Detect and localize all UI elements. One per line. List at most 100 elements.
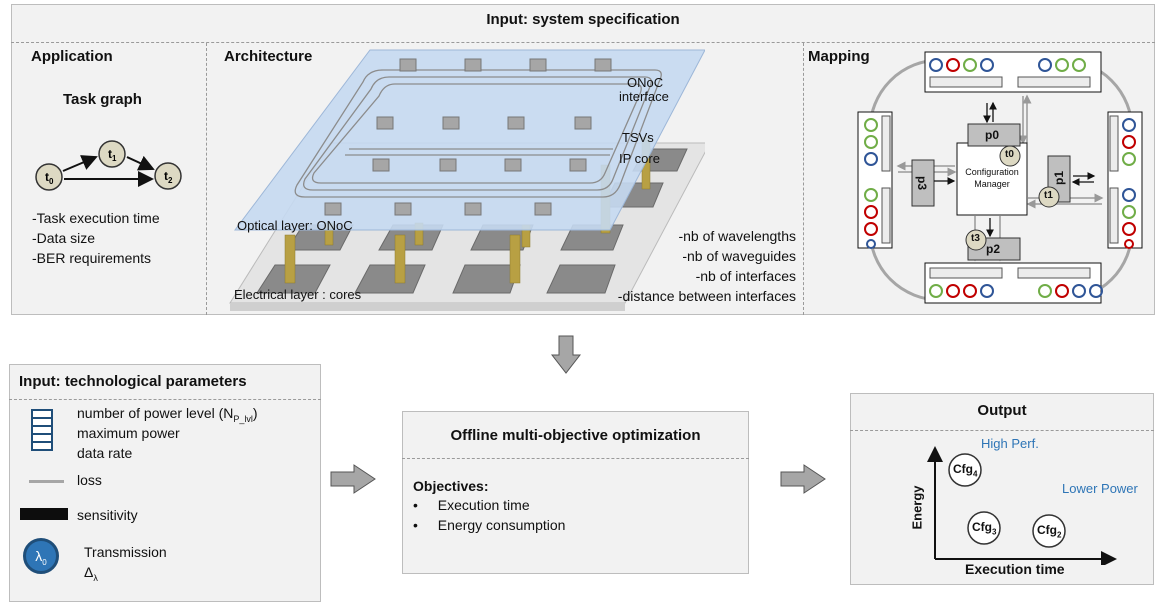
mapping-task-t0-text: t0 (1005, 149, 1014, 160)
electrical-layer-edge (230, 303, 625, 311)
architecture-heading: Architecture (224, 48, 313, 65)
ip-core-label: IP core (619, 151, 660, 166)
processor-p2-label: p2 (986, 242, 1000, 256)
interface-bottom (924, 262, 1103, 304)
architecture-param-waveguides: -nb of waveguides (682, 248, 796, 264)
divider-mapping (803, 43, 804, 315)
arrow-optimization-to-output (780, 464, 826, 494)
tsvs-label: TSVs (622, 130, 654, 145)
configuration-manager-label: Configuration Manager (957, 166, 1027, 190)
onoc-interface-label-1: ONoC (627, 75, 664, 90)
objective-energy-consumption: • Energy consumption (413, 517, 565, 533)
electrical-layer-label: Electrical layer : cores (234, 287, 362, 302)
interface-left (857, 111, 893, 249)
task-graph: t0 t1 t2 (35, 140, 182, 191)
processor-p0-label: p0 (985, 128, 999, 142)
mapping-task-t0 (999, 145, 1021, 167)
power-level-item: number of power level (NP_lvl) (77, 405, 258, 424)
x-axis-label: Execution time (965, 561, 1065, 577)
mapping-diagram (857, 51, 1143, 304)
mapping-task-t3-text: t3 (971, 233, 980, 244)
optical-layer (234, 49, 705, 231)
interface-top (924, 51, 1102, 93)
objective-energy-consumption-text: Energy consumption (437, 517, 566, 533)
mapping-heading: Mapping (808, 48, 870, 65)
config-cfg2-sub: 2 (1057, 530, 1062, 540)
mapping-task-t1-label: t1 (1044, 190, 1053, 201)
power-level-icon (31, 409, 53, 451)
application-item-ber: -BER requirements (32, 250, 152, 266)
task-graph-heading: Task graph (63, 91, 142, 108)
config-cfg3 (967, 511, 1001, 545)
architecture-param-distance: -distance between interfaces (617, 288, 796, 304)
processor-p2-text: p2 (986, 242, 1001, 256)
configuration-manager-line2: Manager (974, 179, 1010, 189)
tech-parameters-title: Input: technological parameters (19, 373, 247, 390)
processor-p3-label: p3 (915, 176, 929, 190)
loss-line-icon (29, 480, 64, 483)
processor-p3 (911, 159, 956, 207)
config-cfg2-label: Cfg2 (1037, 523, 1061, 539)
config-cfg3-sub: 3 (992, 527, 997, 537)
output-title: Output (977, 402, 1027, 419)
architecture-param-wavelengths: -nb of wavelengths (678, 228, 796, 244)
application-item-execution-time: -Task execution time (32, 210, 160, 226)
system-specification-title: Input: system specification (486, 11, 680, 28)
delta-subscript: λ (93, 572, 98, 583)
interface-right (1107, 111, 1143, 249)
objective-execution-time-text: Execution time (437, 497, 530, 513)
delta-item: Δλ (84, 564, 98, 583)
output-plot (927, 446, 1117, 565)
task-node-t0: t0 (35, 163, 63, 191)
objectives-label: Objectives: (413, 478, 489, 494)
output-divider (850, 430, 1154, 431)
architecture-param-interfaces: -nb of interfaces (695, 268, 796, 284)
svg-text:t0: t0 (45, 170, 54, 186)
edge-t1-t2 (126, 155, 155, 171)
config-cfg4-sub: 4 (973, 469, 978, 479)
application-item-data-size: -Data size (32, 230, 96, 246)
optimization-title: Offline multi-objective optimization (450, 427, 701, 444)
onoc-interfaces (324, 58, 612, 216)
processor-p0-text: p0 (985, 128, 1000, 142)
power-level-text: number of power level (N (77, 405, 234, 421)
delta-symbol: Δ (84, 564, 94, 580)
config-cfg4-text: Cfg (953, 462, 973, 476)
annotation-lower-power: Lower Power (1062, 481, 1138, 496)
mapping-task-t1 (1038, 186, 1060, 208)
task-node-t2: t2 (154, 162, 182, 190)
mapping-task-t3-label: t3 (971, 233, 980, 244)
processor-p1-label: p1 (1052, 171, 1066, 185)
optical-layer-label: Optical layer: ONoC (237, 218, 353, 233)
data-rate-item: data rate (77, 445, 133, 461)
output-panel (850, 393, 1154, 585)
power-level-subscript: P_lvl (233, 413, 253, 424)
sensitivity-item: sensitivity (77, 507, 138, 523)
transmission-item: Transmission (84, 544, 167, 560)
optimization-divider (402, 458, 749, 459)
config-cfg4-label: Cfg4 (953, 462, 977, 478)
tech-parameters-panel (9, 364, 321, 602)
sensitivity-bar-icon (20, 508, 68, 520)
onoc-interface-label-2: interface (619, 89, 669, 104)
annotation-high-perf: High Perf. (981, 436, 1039, 451)
mapping-task-t0-label: t0 (1005, 149, 1014, 160)
mapping-task-t3 (965, 229, 987, 251)
arrow-tech-to-optimization (330, 464, 376, 494)
objective-execution-time: • Execution time (413, 497, 530, 513)
optimization-panel (402, 411, 749, 574)
lambda-symbol: λ (35, 548, 43, 564)
processor-p0 (967, 101, 1021, 147)
y-axis-label: Energy (909, 485, 925, 530)
processor-p1-text: p1 (1052, 170, 1067, 186)
max-power-item: maximum power (77, 425, 180, 441)
divider-application (206, 43, 207, 315)
configuration-manager-line1: Configuration (965, 167, 1019, 177)
title-divider (11, 42, 1155, 43)
svg-text:t2: t2 (164, 169, 173, 185)
config-cfg3-text: Cfg (972, 520, 992, 534)
waveguides (294, 69, 662, 198)
loss-item: loss (77, 472, 102, 488)
config-cfg2-text: Cfg (1037, 523, 1057, 537)
application-heading: Application (31, 48, 113, 65)
